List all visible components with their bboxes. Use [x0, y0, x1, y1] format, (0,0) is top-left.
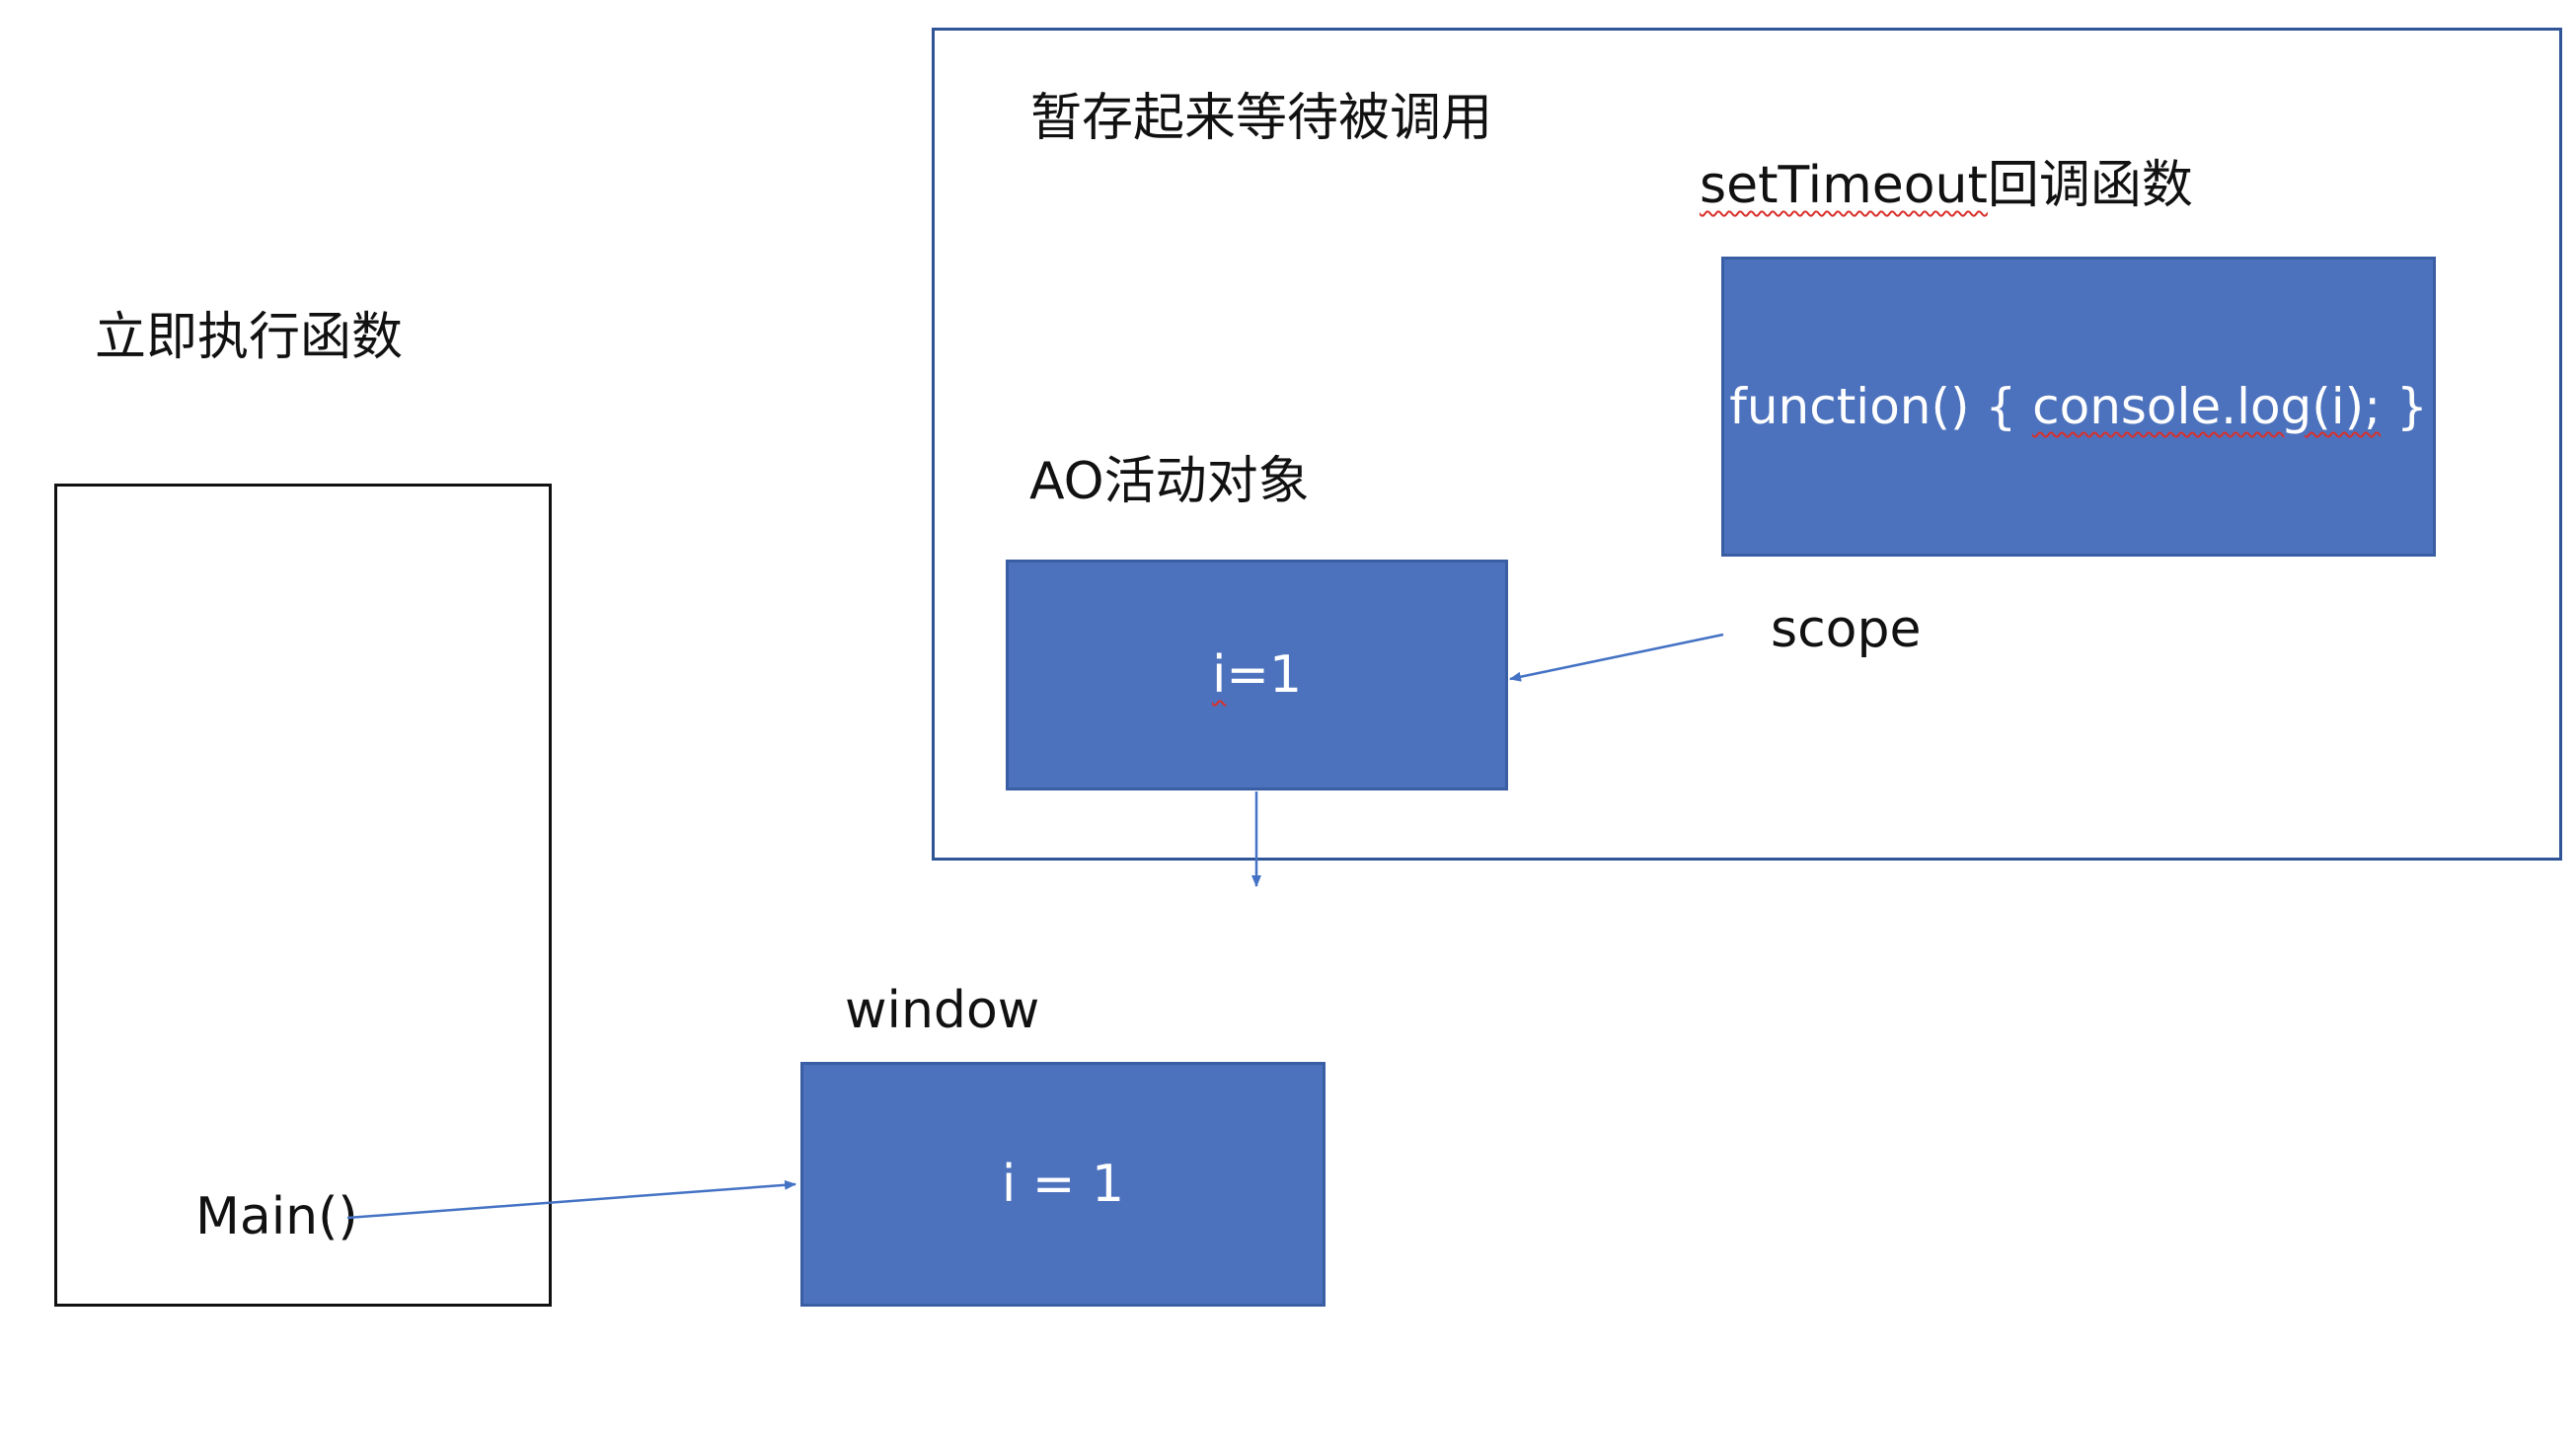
window-value: i = 1 [1001, 1155, 1125, 1214]
scope-label: scope [1771, 600, 1922, 659]
ao-value-var: i [1211, 645, 1227, 705]
callback-title-code: setTimeout [1700, 156, 1988, 215]
window-box: i = 1 [800, 1062, 1326, 1307]
main-call-label: Main() [195, 1187, 358, 1246]
ao-title: AO活动对象 [1029, 452, 1310, 511]
ao-box: i=1 [1006, 560, 1508, 790]
callback-title: setTimeout回调函数 [1700, 160, 2193, 211]
ao-value-rest: =1 [1226, 645, 1303, 705]
callback-title-suffix: 回调函数 [1987, 156, 2193, 215]
callback-code-prefix: function() { [1729, 378, 2033, 435]
closure-title: 暂存起来等待被调用 [1030, 89, 1493, 148]
callback-code-suffix: } [2381, 378, 2428, 435]
closure-frame [932, 28, 2562, 861]
callback-code-call: console.log(i); [2032, 378, 2382, 435]
iife-frame [54, 484, 552, 1307]
iife-title: 立即执行函数 [95, 308, 404, 367]
window-title: window [845, 981, 1040, 1040]
callback-function-box: function() { console.log(i); } [1721, 257, 2436, 557]
